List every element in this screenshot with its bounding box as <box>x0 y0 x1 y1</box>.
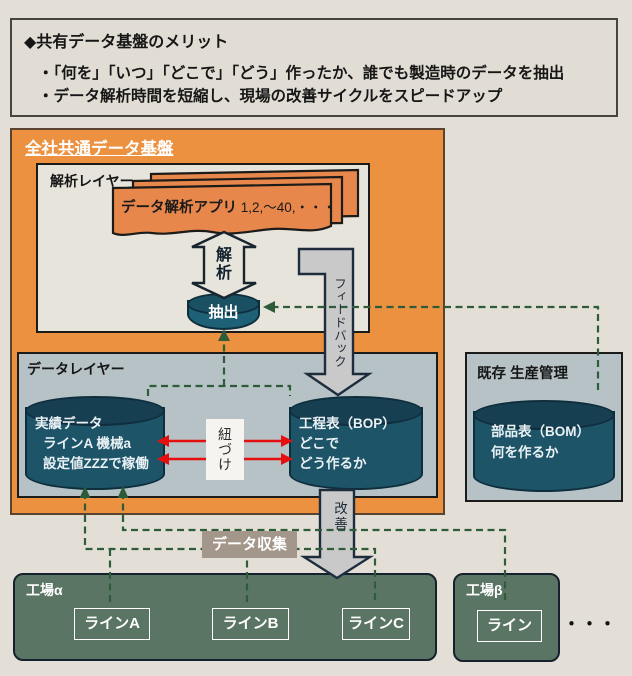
actual-data-line1: ラインA 機械a <box>43 436 132 451</box>
bop-cylinder-text: 工程表（BOP） どこで どう作るか <box>291 409 421 474</box>
data-collection-label: データ収集 <box>202 531 297 558</box>
bop-line1: どこで <box>299 436 340 451</box>
analysis-layer-label: 解析レイヤー <box>50 173 134 189</box>
factory-alpha-label: 工場α <box>26 582 63 598</box>
actual-data-title: 実績データ <box>35 416 103 431</box>
bom-line1: 何を作るか <box>491 445 559 460</box>
feedback-arrow-label: フィードバック <box>332 277 346 368</box>
merits-bullet-2: ・データ解析時間を短縮し、現場の改善サイクルをスピードアップ <box>38 88 503 105</box>
bom-cylinder: 部品表（BOM） 何を作るか <box>473 400 615 492</box>
factory-alpha-panel: 工場α ラインA ラインB ラインC <box>13 573 437 661</box>
analyze-arrow-label: 解析 <box>215 247 232 282</box>
line-a-box: ラインA <box>74 608 150 640</box>
bop-cylinder: 工程表（BOP） どこで どう作るか <box>289 396 423 490</box>
platform-title: 全社共通データ基盤 <box>25 140 174 158</box>
actual-data-cylinder: 実績データ ラインA 機械a 設定値ZZZで稼働 <box>25 396 165 490</box>
merits-bullet-1: ・「何を」「いつ」「どこで」「どう」作ったか、誰でも製造時のデータを抽出 <box>38 65 565 82</box>
bop-title: 工程表（BOP） <box>299 416 396 431</box>
bop-line2: どう作るか <box>299 456 367 471</box>
line-c-box: ラインC <box>342 608 410 640</box>
actual-data-cylinder-text: 実績データ ラインA 機械a 設定値ZZZで稼働 <box>27 409 163 474</box>
data-layer-label: データレイヤー <box>27 361 125 377</box>
legacy-production-label: 既存 生産管理 <box>477 366 569 382</box>
app-card-label: データ解析アプリ <box>121 200 237 216</box>
link-box: 紐づけ <box>206 419 244 480</box>
bom-cylinder-text: 部品表（BOM） 何を作るか <box>475 413 613 463</box>
more-factories-ellipsis: ・・・ <box>563 615 617 634</box>
factory-beta-panel: 工場β ライン <box>453 573 560 662</box>
line-beta-box: ライン <box>477 610 542 642</box>
merits-title: ◆共有データ基盤のメリット <box>24 34 229 51</box>
factory-beta-label: 工場β <box>466 582 503 598</box>
line-b-box: ラインB <box>212 608 289 640</box>
merits-panel: ◆共有データ基盤のメリット ・「何を」「いつ」「どこで」「どう」作ったか、誰でも… <box>10 18 618 117</box>
actual-data-line2: 設定値ZZZで稼働 <box>43 456 149 471</box>
link-box-label: 紐づけ <box>217 427 233 472</box>
bom-title: 部品表（BOM） <box>491 424 590 439</box>
improve-arrow-label: 改善 <box>332 501 347 532</box>
app-card-numbers: 1,2,～40,・・・ <box>240 200 337 215</box>
app-card-text: データ解析アプリ 1,2,～40,・・・ <box>121 196 336 217</box>
extract-cylinder-label: 抽出 <box>208 304 239 321</box>
